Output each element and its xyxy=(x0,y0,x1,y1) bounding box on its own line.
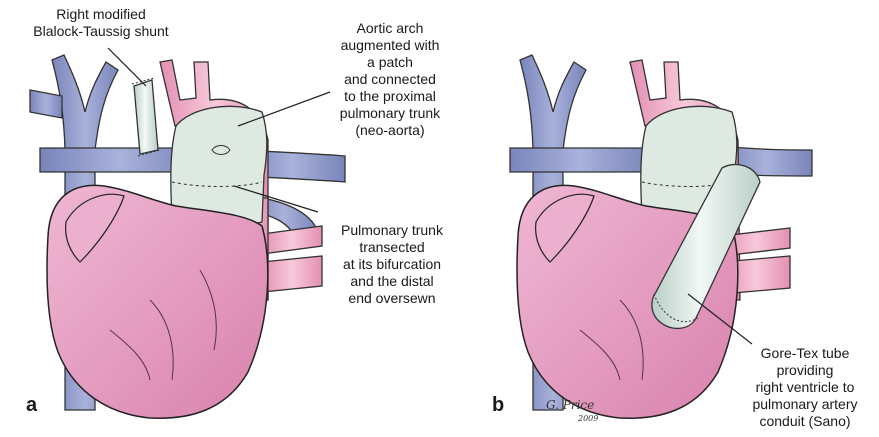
panel-letter-b: b xyxy=(492,394,504,417)
panel-letter-a: a xyxy=(26,394,37,417)
signature-year: 2009 xyxy=(578,414,598,423)
shunt-a xyxy=(132,78,160,156)
heart-a xyxy=(47,185,268,418)
panel-a xyxy=(30,55,345,418)
label-pulmonary-trunk-transected: Pulmonary trunk transected at its bifurc… xyxy=(318,222,466,307)
label-aortic-arch-patch: Aortic arch augmented with a patch and c… xyxy=(316,20,464,139)
artist-signature: G. Price xyxy=(546,398,594,412)
label-right-modified-bt-shunt: Right modified Blalock-Taussig shunt xyxy=(6,6,196,40)
label-gore-tex-tube: Gore-Tex tube providing right ventricle … xyxy=(740,345,870,430)
